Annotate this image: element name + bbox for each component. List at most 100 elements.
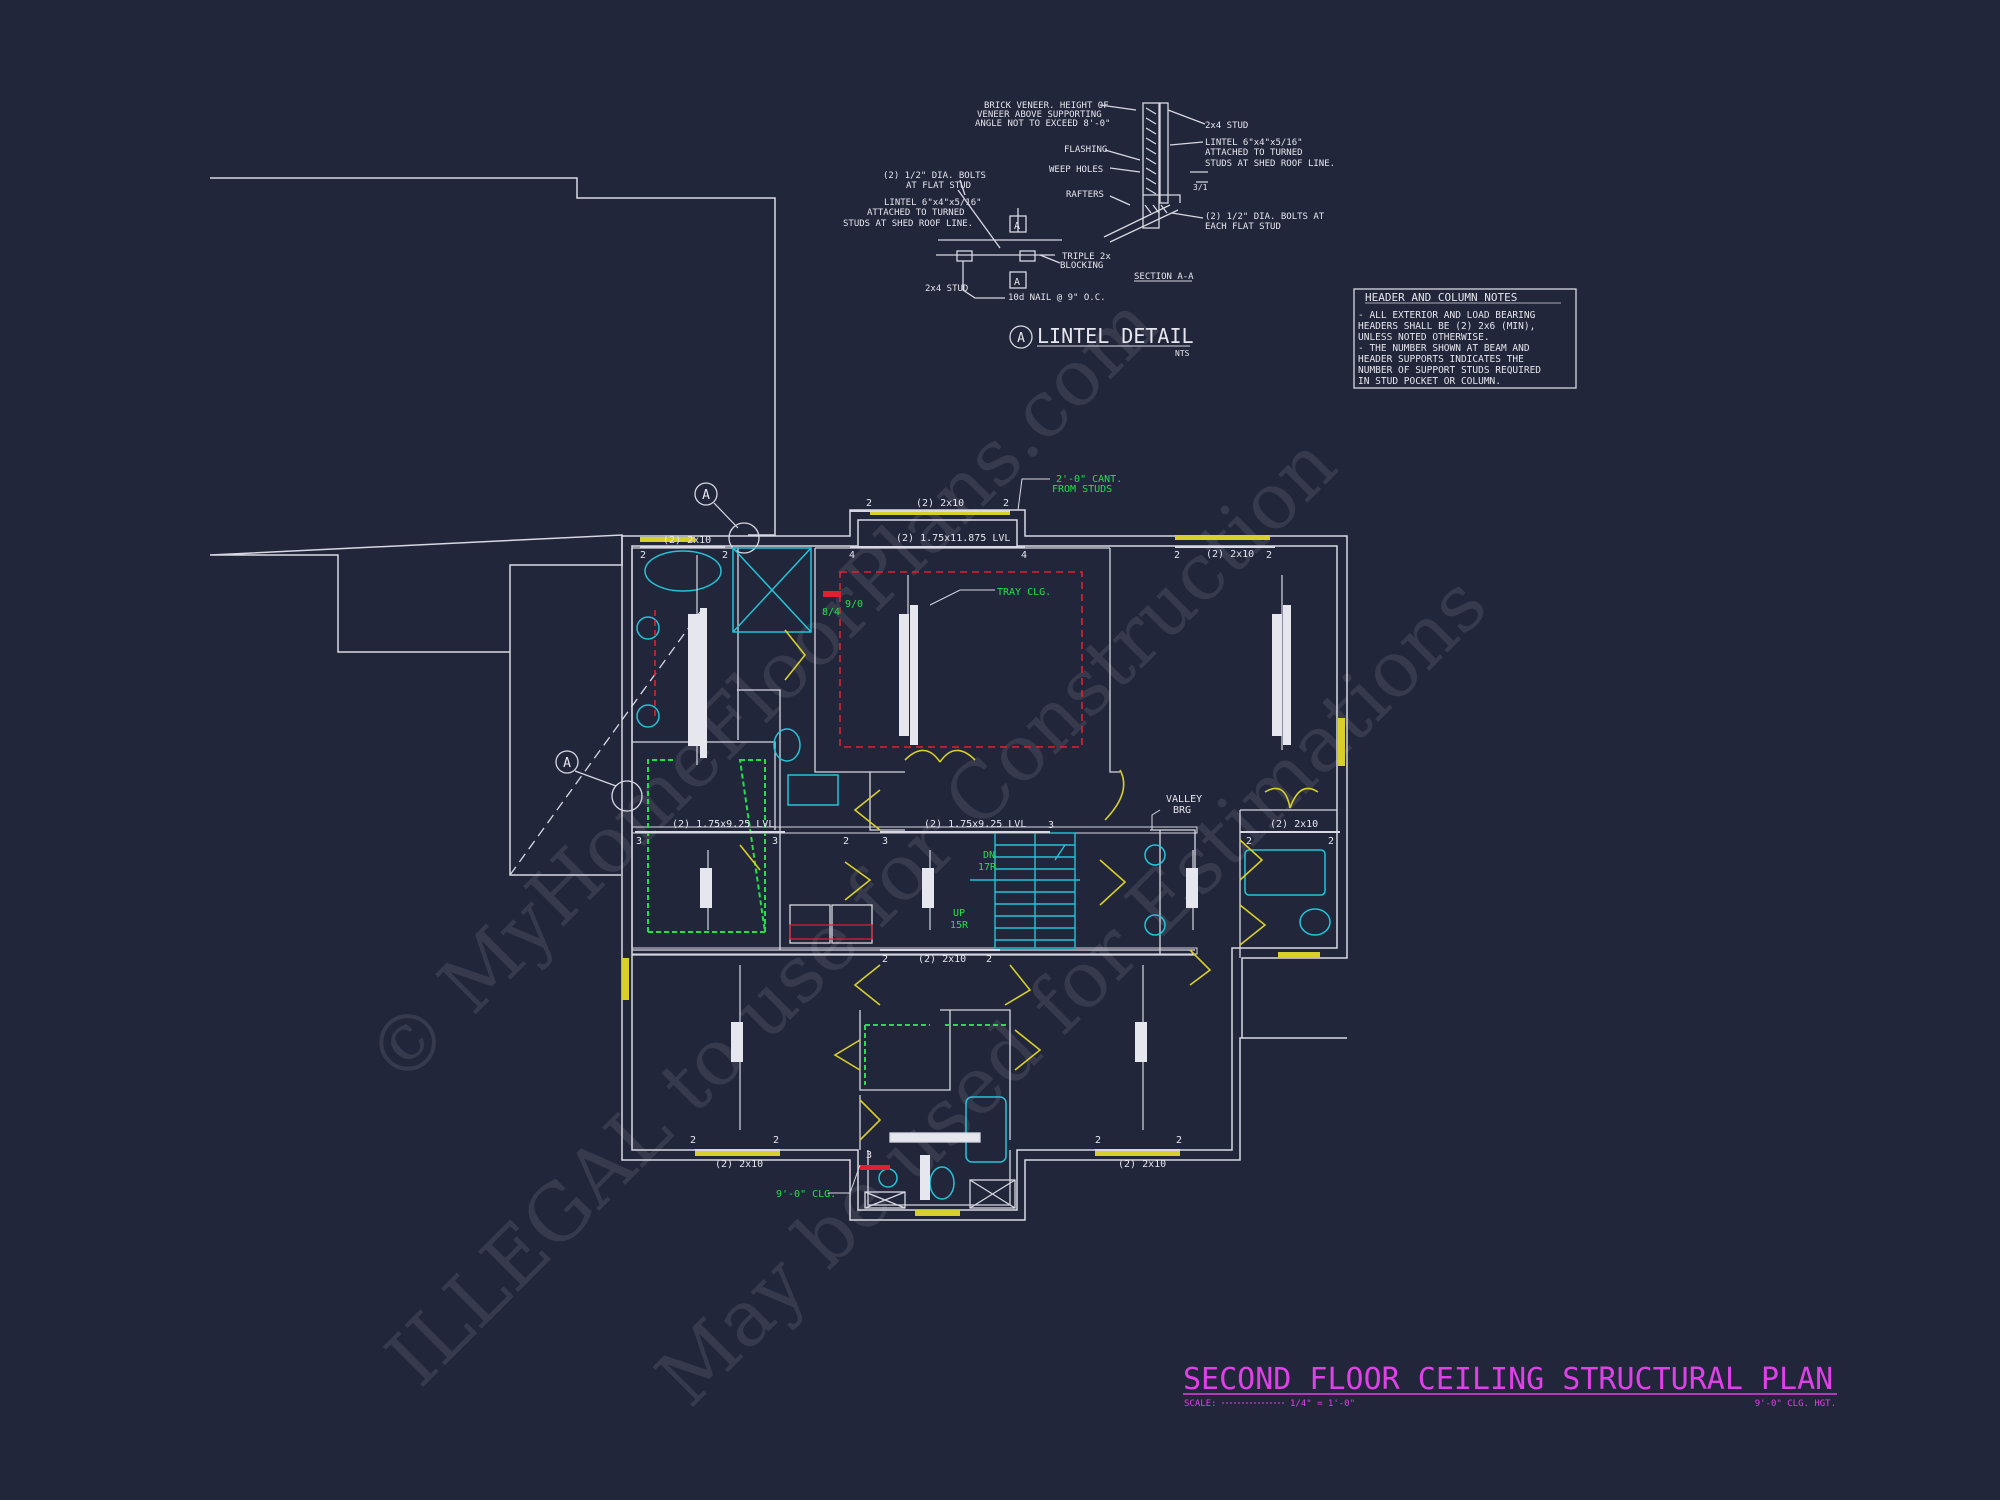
plan-title: SECOND FLOOR CEILING STRUCTURAL PLAN	[1183, 1362, 1833, 1397]
svg-text:(2) 1/2" DIA. BOLTS: (2) 1/2" DIA. BOLTS	[883, 171, 986, 181]
svg-text:2: 2	[1328, 836, 1334, 847]
section-marker-top: A	[694, 482, 760, 554]
valley-leader	[1151, 809, 1161, 830]
red-hatch-1	[789, 924, 873, 940]
red-hatch-2	[823, 591, 841, 597]
interior-walls	[631, 547, 1337, 1206]
svg-text:WEEP HOLES: WEEP HOLES	[1049, 165, 1103, 175]
svg-text:15R: 15R	[950, 920, 969, 931]
svg-text:- THE NUMBER SHOWN AT BEAM AND: - THE NUMBER SHOWN AT BEAM AND	[1358, 343, 1530, 354]
svg-text:2: 2	[773, 1135, 779, 1146]
svg-text:A: A	[1014, 221, 1020, 232]
door-swings	[739, 629, 1319, 1141]
svg-text:A: A	[563, 756, 571, 771]
svg-text:2: 2	[1176, 1135, 1182, 1146]
svg-text:3: 3	[772, 836, 778, 847]
header-label-9: (2) 2x10	[715, 1159, 763, 1170]
roof-hip-dash-2	[621, 611, 701, 721]
header-label-3: (2) 1.75x11.875 LVL	[896, 533, 1010, 544]
svg-text:3: 3	[636, 836, 642, 847]
svg-text:NTS: NTS	[1175, 349, 1190, 358]
svg-text:3: 3	[866, 1150, 872, 1161]
svg-text:2: 2	[843, 836, 849, 847]
tray-leader	[929, 589, 995, 606]
svg-text:ATTACHED TO TURNED: ATTACHED TO TURNED	[1205, 148, 1303, 158]
dn-label: DN	[983, 850, 995, 861]
tray-ceiling-outline	[839, 571, 1083, 748]
joists	[688, 555, 1291, 1200]
header-label-6: (2) 1.75x9.25 LVL	[924, 819, 1026, 830]
header-label-4: (2) 2x10	[1206, 549, 1254, 560]
svg-text:2x4 STUD: 2x4 STUD	[1205, 121, 1248, 131]
section-marker-left: A	[555, 750, 643, 812]
svg-text:SECTION A-A: SECTION A-A	[1134, 272, 1194, 282]
svg-text:A: A	[1014, 277, 1020, 288]
svg-text:3: 3	[882, 836, 888, 847]
lintel-detail: BRICK VENEER. HEIGHT OF VENEER ABOVE SUP…	[843, 101, 1335, 358]
scale-label: SCALE:	[1184, 1399, 1217, 1409]
height-label-9-0: 9/0	[845, 599, 863, 610]
header-label-5: (2) 1.75x9.25 LVL	[672, 819, 774, 830]
svg-text:A: A	[702, 488, 710, 503]
header-label-7: (2) 2x10	[1270, 819, 1318, 830]
stud-counts: 2 2 2 2 4 4 2 2 3 3 2 3 3 2 2 2 2 2 2 2 …	[636, 498, 1334, 1161]
tray-label: TRAY CLG.	[997, 587, 1051, 598]
plumbing-fixtures	[636, 547, 1331, 1200]
svg-text:ANGLE NOT TO EXCEED 8'-0": ANGLE NOT TO EXCEED 8'-0"	[975, 119, 1110, 129]
header-label-8: (2) 2x10	[918, 954, 966, 965]
svg-text:2: 2	[986, 954, 992, 965]
plan-title-block: SECOND FLOOR CEILING STRUCTURAL PLAN SCA…	[1183, 1362, 1837, 1409]
svg-text:- ALL EXTERIOR AND LOAD BEARIN: - ALL EXTERIOR AND LOAD BEARING	[1358, 310, 1536, 321]
height-label-8-4: 8/4	[822, 607, 840, 618]
cabinets	[789, 904, 1016, 1209]
up-label: UP	[953, 908, 965, 919]
svg-text:(2) 1/2" DIA. BOLTS AT: (2) 1/2" DIA. BOLTS AT	[1205, 212, 1325, 222]
svg-text:STUDS AT SHED ROOF LINE.: STUDS AT SHED ROOF LINE.	[843, 219, 973, 229]
svg-text:2: 2	[722, 550, 728, 561]
header-label-1: (2) 2x10	[663, 535, 711, 546]
svg-text:BRICK VENEER. HEIGHT OF: BRICK VENEER. HEIGHT OF	[984, 101, 1109, 111]
svg-text:FLASHING: FLASHING	[1064, 145, 1107, 155]
svg-text:ATTACHED TO TURNED: ATTACHED TO TURNED	[867, 208, 965, 218]
svg-text:STUDS AT SHED ROOF LINE.: STUDS AT SHED ROOF LINE.	[1205, 159, 1335, 169]
svg-text:2: 2	[1095, 1135, 1101, 1146]
header-label-2: (2) 2x10	[916, 498, 964, 509]
svg-text:UNLESS NOTED OTHERWISE.: UNLESS NOTED OTHERWISE.	[1358, 332, 1490, 343]
header-label-10: (2) 2x10	[1118, 1159, 1166, 1170]
valley-label: VALLEY	[1166, 794, 1202, 805]
watermarks: © MyHomeFloorPlans.com ILLEGAL to use fo…	[350, 279, 1504, 1423]
svg-text:RAFTERS: RAFTERS	[1066, 190, 1104, 200]
windows	[622, 510, 1345, 1216]
svg-text:2: 2	[690, 1135, 696, 1146]
svg-text:3: 3	[1048, 820, 1054, 831]
svg-text:17R: 17R	[978, 862, 997, 873]
svg-text:2: 2	[882, 954, 888, 965]
svg-text:2: 2	[1266, 550, 1272, 561]
svg-text:4: 4	[1021, 550, 1027, 561]
svg-text:10d NAIL @ 9" O.C.: 10d NAIL @ 9" O.C.	[1008, 293, 1106, 303]
svg-text:TRIPLE 2x: TRIPLE 2x	[1062, 252, 1111, 262]
svg-text:LINTEL 6"x4"x5/16": LINTEL 6"x4"x5/16"	[1205, 138, 1303, 148]
svg-text:BRG: BRG	[1173, 805, 1191, 816]
cant-leader	[1017, 478, 1050, 511]
scale-value: 1/4" = 1'-0"	[1290, 1399, 1355, 1409]
svg-text:2: 2	[1246, 836, 1252, 847]
header-lines	[635, 510, 1340, 1151]
svg-text:VENEER ABOVE SUPPORTING: VENEER ABOVE SUPPORTING	[977, 110, 1102, 120]
svg-text:FROM STUDS: FROM STUDS	[1052, 484, 1112, 495]
red-hatch-3	[860, 1165, 890, 1170]
lintel-detail-title: LINTEL DETAIL	[1037, 324, 1194, 348]
svg-text:2: 2	[1174, 550, 1180, 561]
svg-text:2: 2	[1003, 498, 1009, 509]
svg-text:HEADER SUPPORTS INDICATES THE: HEADER SUPPORTS INDICATES THE	[1358, 354, 1524, 365]
svg-text:IN STUD POCKET OR COLUMN.: IN STUD POCKET OR COLUMN.	[1358, 376, 1501, 387]
svg-text:LINTEL 6"x4"x5/16": LINTEL 6"x4"x5/16"	[884, 198, 982, 208]
svg-text:A: A	[1017, 331, 1025, 346]
svg-text:AT FLAT STUD: AT FLAT STUD	[906, 181, 971, 191]
svg-text:2x4 STUD: 2x4 STUD	[925, 284, 968, 294]
svg-text:BLOCKING: BLOCKING	[1060, 261, 1103, 271]
green-annotations: 2'-0" CANT. FROM STUDS TRAY CLG. 9/0 8/4…	[776, 474, 1122, 1200]
header-labels: (2) 2x10 (2) 2x10 (2) 1.75x11.875 LVL (2…	[663, 498, 1318, 1170]
svg-text:EACH FLAT STUD: EACH FLAT STUD	[1205, 222, 1281, 232]
